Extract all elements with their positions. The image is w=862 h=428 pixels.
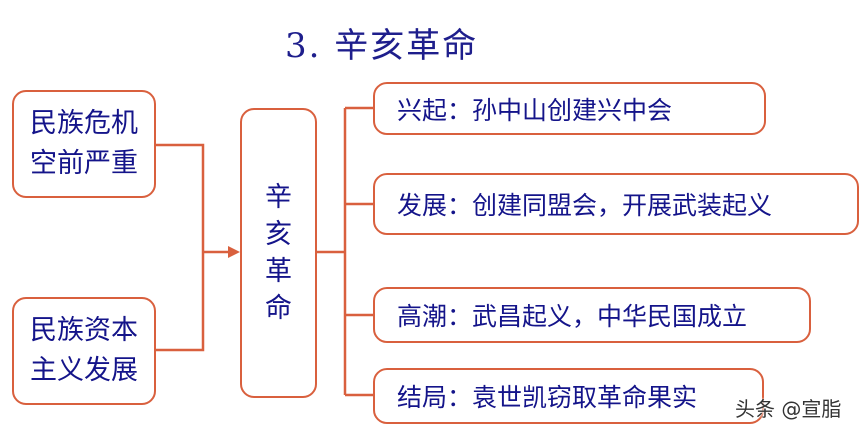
stage-box-4: 结局：袁世凯窃取革命果实 [373,368,764,424]
watermark: 头条 @宣脂 [735,397,842,421]
stage-text: 孙中山创建兴中会 [472,95,673,125]
center-box: 辛 亥 革 命 [240,108,317,398]
stage-label: 结局： [397,383,473,412]
center-char: 革 [265,256,292,287]
cause-text: 主义发展 [30,355,138,386]
cause-text: 空前严重 [30,148,138,179]
stage-text: 袁世凯窃取革命果实 [472,383,698,412]
stage-text: 创建同盟会，开展武装起义 [472,191,773,220]
stage-box-2: 发展：创建同盟会，开展武装起义 [373,173,859,235]
center-char: 亥 [265,219,292,250]
cause-text: 民族危机 [30,108,138,139]
connector-cause-1 [156,143,205,352]
center-char: 辛 [265,182,292,213]
cause-box-2: 民族资本 主义发展 [12,297,156,405]
stage-label: 高潮： [397,302,473,331]
arrow-head [228,246,240,258]
stage-box-3: 高潮：武昌起义，中华民国成立 [373,287,811,343]
cause-text: 民族资本 [30,315,138,346]
stage-box-1: 兴起：孙中山创建兴中会 [373,82,766,135]
page-title: 3. 辛亥革命 [285,26,479,66]
stage-label: 发展： [397,191,473,220]
stage-text: 武昌起义，中华民国成立 [472,302,748,331]
stage-label: 兴起： [397,95,473,125]
center-char: 命 [265,293,292,324]
cause-box-1: 民族危机 空前严重 [12,90,156,198]
